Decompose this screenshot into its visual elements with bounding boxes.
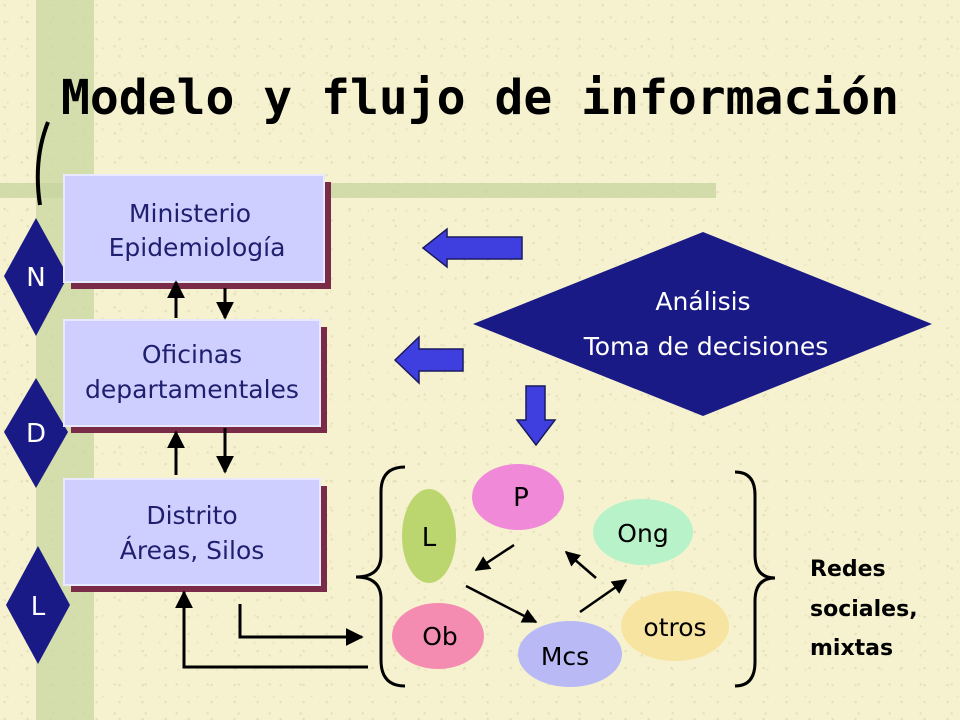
- arrow-P-to-Ob: [474, 543, 515, 572]
- box-ministerio-line2: Epidemiología: [109, 233, 286, 262]
- arrow-Mcs-to-Ong: [579, 578, 628, 614]
- node-Ong-label: Ong: [617, 519, 668, 548]
- node-otros-label: otros: [643, 613, 706, 642]
- decision-line2: Toma de decisiones: [583, 332, 829, 361]
- decision-line1: Análisis: [655, 287, 750, 316]
- node-P-label: P: [513, 483, 529, 513]
- level-national: N: [4, 218, 68, 336]
- level-label-n: N: [26, 263, 45, 293]
- down-arrow-to-network: [515, 385, 557, 447]
- box-ministerio: Ministerio Epidemiología: [63, 174, 331, 289]
- left-brace: [355, 465, 406, 688]
- node-Ong: Ong: [593, 499, 693, 565]
- block-arrows: [393, 227, 557, 447]
- bracket-flourish: [35, 121, 50, 206]
- node-P: P: [472, 464, 564, 530]
- box-distrito-line1: Distrito: [146, 501, 237, 530]
- redes-line3: mixtas: [810, 636, 893, 661]
- node-L: L: [402, 489, 456, 583]
- box-distrito: Distrito Áreas, Silos: [63, 478, 327, 592]
- redes-line2: sociales,: [810, 597, 918, 622]
- network-nodes: L P Ong Ob Mcs otros: [392, 464, 729, 687]
- box-distrito-line2: Áreas, Silos: [120, 536, 265, 565]
- level-label-d: D: [26, 419, 46, 449]
- level-local: L: [6, 546, 70, 664]
- node-Ob-label: Ob: [422, 622, 458, 651]
- left-arrow-to-oficinas: [393, 335, 464, 385]
- network-braces: [355, 465, 776, 688]
- node-otros: otros: [621, 591, 729, 661]
- right-brace: [734, 470, 776, 688]
- vertical-flow-arrows: [167, 280, 234, 475]
- arrow-network-to-distrito: [175, 590, 368, 669]
- arrow-to-P: [564, 551, 597, 579]
- node-Ob: Ob: [392, 603, 484, 669]
- box-ministerio-line1: Ministerio: [129, 199, 251, 228]
- redes-line1: Redes: [810, 557, 886, 582]
- network-arrows: [465, 543, 628, 624]
- box-oficinas: Oficinas departamentales: [63, 319, 327, 433]
- level-departmental: D: [4, 378, 68, 488]
- redes-label: Redes sociales, mixtas: [810, 557, 918, 661]
- level-indicators: N D L: [4, 218, 70, 664]
- level-label-l: L: [31, 592, 46, 622]
- node-Mcs: Mcs: [518, 621, 622, 687]
- feedback-arrows: [175, 590, 368, 669]
- node-L-label: L: [422, 523, 437, 553]
- box-oficinas-line1: Oficinas: [142, 340, 242, 369]
- page-title: Modelo y flujo de información: [61, 70, 899, 126]
- left-arrow-to-ministerio: [421, 227, 523, 269]
- box-oficinas-line2: departamentales: [85, 375, 299, 404]
- arrow-distrito-to-network: [238, 604, 364, 646]
- decision-diamond: Análisis Toma de decisiones: [473, 232, 932, 416]
- arrow-Ob-to-Mcs: [465, 584, 538, 624]
- node-Mcs-label: Mcs: [541, 642, 589, 671]
